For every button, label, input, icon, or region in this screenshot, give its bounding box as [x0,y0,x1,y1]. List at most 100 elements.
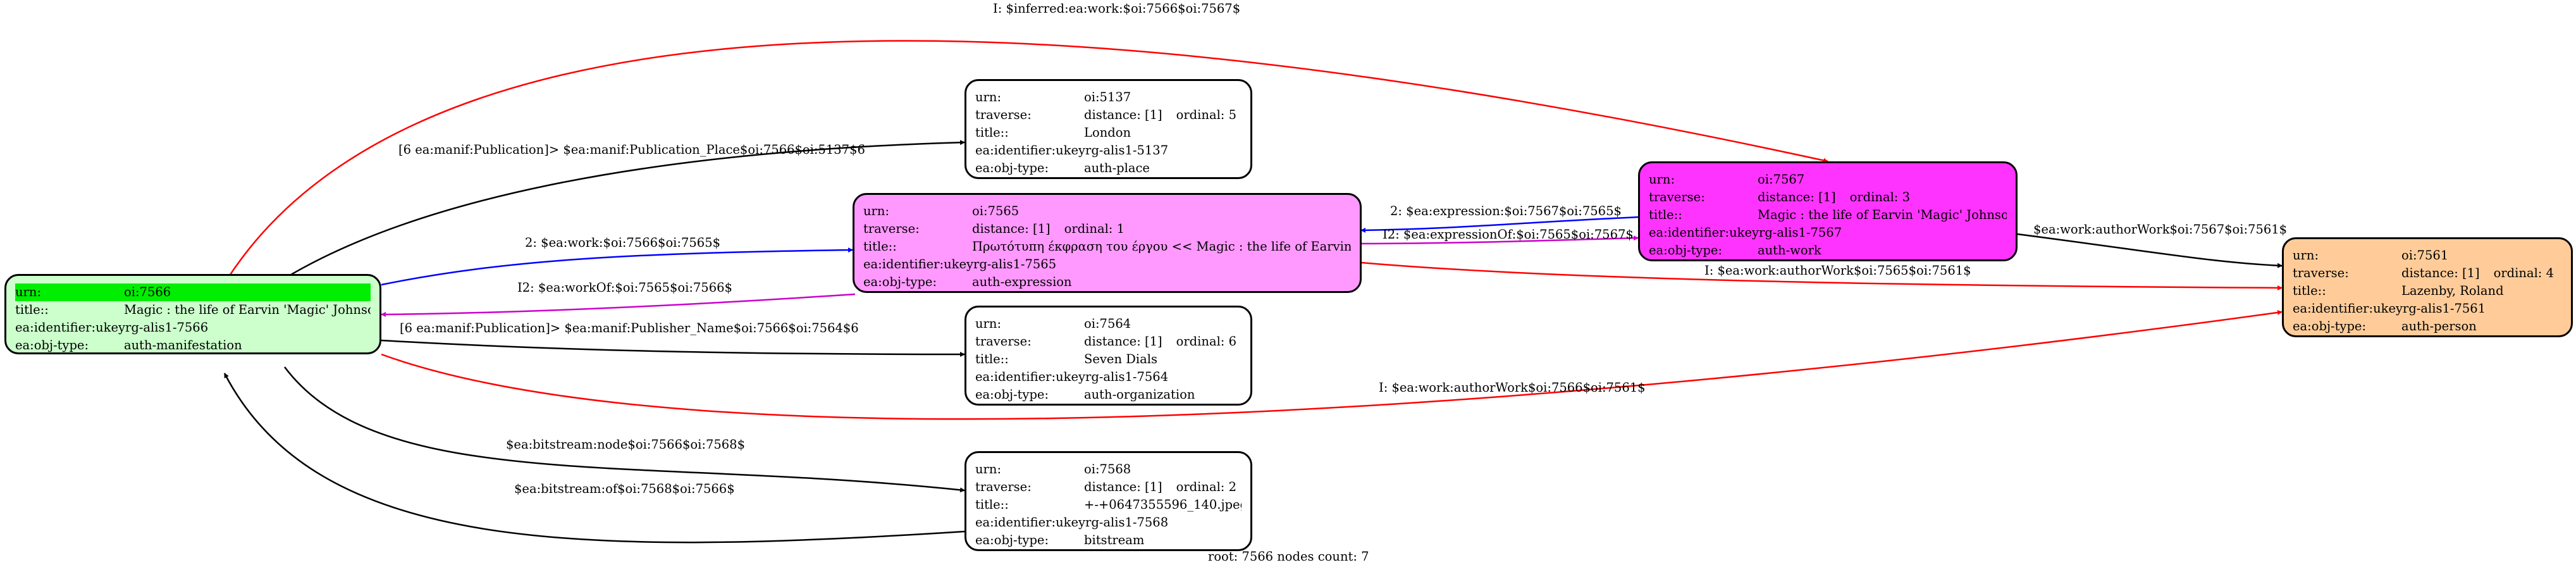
edge-label-bitstream-of: $ea:bitstream:of$oi:7568$oi:7566$ [514,482,735,496]
node-urn-label: urn: [975,316,1002,331]
node-urn-row: urn: oi:7566 [15,283,371,301]
node-distance: distance: [1] [2401,266,2480,280]
node-title-label: title:: [975,497,1009,512]
node-urn-label: urn: [975,462,1002,476]
graph-footer: root: 7566 nodes count: 7 [1208,549,1369,564]
node-oi-7568[interactable]: urn: oi:7568 traverse: distance: [1] ordina… [964,451,1252,551]
edge-label-work: 2: $ea:work:$oi:7566$oi:7565$ [525,235,720,250]
node-type-value: auth-expression [972,275,1072,289]
edge-bitstream-node [284,366,965,493]
edge-label-expression-of: I2: $ea:expressionOf:$oi:7565$oi:7567$ [1383,227,1634,242]
node-ukey-label: ea:identifier:ukey [975,143,1085,158]
edge-publication-place [284,140,965,280]
node-traverse-label: traverse: [2293,266,2349,280]
node-ukey-row: ea:identifier:ukey rg-alis1-7566 [15,320,209,335]
node-urn-value: oi:7561 [2401,248,2449,263]
node-title-value: Lazenby, Roland [2401,283,2504,298]
node-type-value: auth-organization [1084,387,1195,402]
node-type-label: ea:obj-type: [2293,319,2367,333]
edge-inferred-work [226,40,1828,279]
edge-label-publisher: [6 ea:manif:Publication]> $ea:manif:Publ… [400,321,859,335]
node-traverse-label: traverse: [863,221,920,236]
node-ukey-label: ea:identifier:ukey [1649,225,1759,240]
node-title-label: title:: [1649,208,1682,222]
node-title-value: Πρωτότυπη έκφραση του έργου << Magic : t… [972,239,1351,254]
node-urn-value: oi:7567 [1758,172,1805,187]
edge-author-work-7565 [1360,261,2283,290]
node-type-value: auth-place [1084,161,1150,175]
edge-bitstream-of [223,373,965,544]
node-distance: distance: [1] [1758,190,1836,204]
edge-author-work-7566 [381,309,2283,420]
node-distance: distance: [1] [972,221,1051,236]
node-oi-7564[interactable]: urn: oi:7564 traverse: distance: [1] ordina… [964,306,1252,406]
node-traverse-label: traverse: [1649,190,1705,204]
node-title-label: title:: [975,125,1009,140]
node-type-value: auth-person [2401,319,2477,333]
node-type-value: bitstream [1084,533,1145,547]
edge-publisher [381,339,965,357]
edge-author-work-7567 [2017,233,2283,268]
node-oi-7567[interactable]: urn: oi:7567 traverse: distance: [1] ordina… [1638,161,2018,261]
node-ukey-value: rg-alis1-7568 [1085,515,1169,530]
node-type-label: ea:obj-type: [863,275,937,289]
node-ordinal: ordinal: 1 [1064,221,1125,236]
node-ordinal: ordinal: 2 [1176,480,1236,494]
node-ukey-label: ea:identifier:ukey [975,515,1085,530]
node-ukey-label: ea:identifier:ukey [975,370,1085,384]
node-title-label: title:: [863,239,897,254]
node-traverse-label: traverse: [975,334,1032,349]
edge-expression-of [1359,235,1639,245]
node-distance: distance: [1] [1084,480,1162,494]
edge-expression [1360,216,1640,233]
node-title-value: Seven Dials [1084,352,1157,366]
node-ukey-value: rg-alis1-7564 [1085,370,1169,384]
node-ordinal: ordinal: 6 [1176,334,1236,349]
edge-label-author-work-7566: I: $ea:work:authorWork$oi:7566$oi:7561$ [1379,380,1646,395]
node-ukey-value: rg-alis1-7561 [2403,301,2486,316]
node-oi-5137[interactable]: urn: oi:5137 traverse: distance: [1] ordina… [964,79,1252,179]
node-urn-label: urn: [2293,248,2319,263]
node-ukey-label: ea:identifier:ukey [863,257,973,271]
node-type-label: ea:obj-type: [1649,243,1723,258]
node-oi-7565[interactable]: urn: oi:7565 traverse: distance: [1] ordina… [853,193,1362,293]
node-urn-value: oi:7568 [1084,462,1131,476]
node-type-label: ea:obj-type: [975,533,1049,547]
node-ordinal: ordinal: 5 [1176,108,1236,122]
node-title-label: title:: [975,352,1009,366]
node-ukey-value: rg-alis1-7567 [1759,225,1842,240]
node-urn-value: oi:7565 [972,204,1020,218]
node-urn-value: oi:7564 [1084,316,1131,331]
node-oi-7566[interactable]: urn: oi:7566 title:: Magic : the life of… [4,274,381,354]
node-traverse-label: traverse: [975,480,1032,494]
node-ordinal: ordinal: 4 [2493,266,2554,280]
node-urn-label: urn: [863,204,890,218]
node-title-row: title:: Magic : the life of Earvin 'Magi… [15,302,371,317]
node-type-label: ea:obj-type: [975,387,1049,402]
node-title-value: London [1084,125,1131,140]
node-ukey-value: rg-alis1-7565 [973,257,1057,271]
edge-label-bitstream-node: $ea:bitstream:node$oi:7566$oi:7568$ [506,437,745,452]
edge-label-work-of: I2: $ea:workOf:$oi:7565$oi:7566$ [517,280,732,295]
node-title-label: title:: [2293,283,2326,298]
edge-label-expression: 2: $ea:expression:$oi:7567$oi:7565$ [1390,204,1622,218]
node-ordinal: ordinal: 3 [1849,190,1910,204]
node-title-value: Magic : the life of Earvin 'Magic' Johns… [1758,208,2007,222]
node-distance: distance: [1] [1084,108,1162,122]
edge-label-inferred-work: I: $inferred:ea:work:$oi:7566$oi:7567$ [993,1,1240,16]
node-urn-value: oi:5137 [1084,90,1131,104]
edge-label-author-work-7565: I: $ea:work:authorWork$oi:7565$oi:7561$ [1704,263,1971,278]
edge-work [381,247,853,286]
edge-label-author-work-7567: $ea:work:authorWork$oi:7567$oi:7561$ [2033,222,2287,237]
node-traverse-label: traverse: [975,108,1032,122]
node-type-value: auth-work [1758,243,1821,258]
node-title-value: +-+0647355596_140.jpeg [1084,497,1242,512]
node-ukey-label: ea:identifier:ukey [2293,301,2403,316]
node-urn-label: urn: [1649,172,1675,187]
node-distance: distance: [1] [1084,334,1162,349]
node-ukey-value: rg-alis1-5137 [1085,143,1169,158]
node-oi-7561[interactable]: urn: oi:7561 traverse: distance: [1] ordina… [2282,237,2573,337]
node-urn-label: urn: [975,90,1002,104]
edge-work-of [381,293,856,317]
